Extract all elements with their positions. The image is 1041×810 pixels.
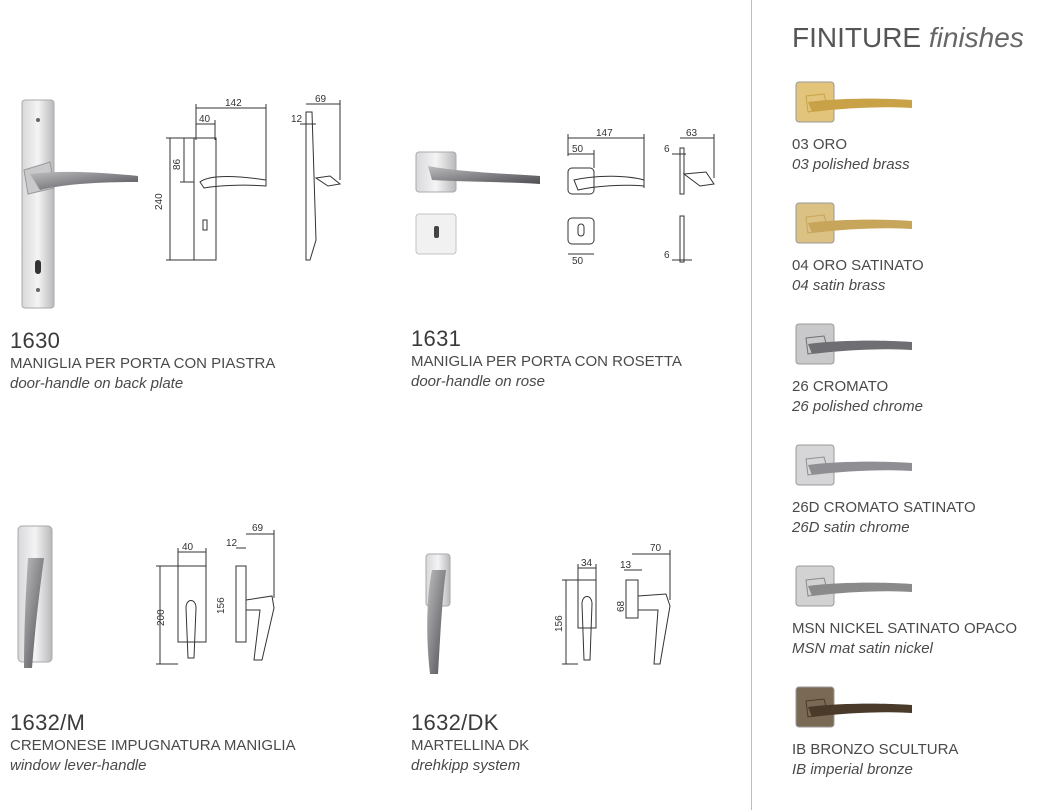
finish-swatch-4 [795,565,912,607]
product-title-1631: MANIGLIA PER PORTA CON ROSETTA [411,353,682,370]
dim-1631-rose-bottom: 50 [572,256,584,267]
finish-name-2: 26 CROMATO [792,378,889,395]
product-code-1631: 1631 [411,326,462,351]
finish-subtitle-5: IB imperial bronze [792,761,913,778]
product-code-1632m: 1632/M [10,710,86,735]
plate-handle-photo [21,99,138,309]
dim-1632dk-lever-height: 68 [616,600,627,612]
finish-subtitle-1: 04 satin brass [792,277,886,294]
dim-1630-rose: 40 [199,114,211,125]
finish-name-0: 03 ORO [792,136,848,153]
product-title-1632dk: MARTELLINA DK [411,737,530,754]
dim-1630-depth: 69 [315,94,327,105]
dim-1631-plate-bottom: 6 [664,250,670,261]
dim-1632dk-depth: 70 [650,543,662,554]
finish-name-1: 04 ORO SATINATO [792,257,924,274]
finish-swatch-2 [795,323,912,365]
product-title-1632m: CREMONESE IMPUGNATURA MANIGLIA [10,737,296,754]
dim-1630-width: 142 [225,98,242,109]
product-1632dk-illustration: 34 156 70 13 68 [425,543,671,674]
finish-subtitle-2: 26 polished chrome [792,398,923,415]
finish-name-4: MSN NICKEL SATINATO OPACO [792,620,1018,637]
dim-1630-height: 240 [154,193,165,210]
finish-name-5: IB BRONZO SCULTURA [792,741,959,758]
product-subtitle-1630: door-handle on back plate [10,375,184,392]
dim-1632dk-height: 156 [554,615,565,632]
product-1632m-illustration: 40 200 69 12 156 [17,523,275,668]
dim-1631-width: 147 [596,128,613,139]
dim-1632m-rose: 40 [182,542,194,553]
finish-swatch-1 [795,202,912,244]
dim-1631-depth: 63 [686,128,698,139]
finish-swatch-5 [795,686,912,728]
section-divider [751,0,752,810]
dim-1630-plate: 12 [291,114,303,125]
product-title-1630: MANIGLIA PER PORTA CON PIASTRA [10,355,276,372]
dim-1631-plate: 6 [664,144,670,155]
dim-1631-rose: 50 [572,144,584,155]
plate-handle-drawing-front [166,104,267,261]
dim-1632dk-plate: 13 [620,560,632,571]
dim-1632m-depth: 69 [252,523,264,534]
finish-subtitle-4: MSN mat satin nickel [792,640,933,657]
finishes-title-main: FINITURE [792,22,922,53]
dk-handle-photo [425,553,451,674]
dk-handle-drawing-front [562,564,597,665]
dk-handle-drawing-side [624,550,671,665]
product-code-1632dk: 1632/DK [411,710,499,735]
product-subtitle-1632m: window lever-handle [10,757,147,774]
finish-swatch-0 [795,81,912,123]
dim-1632m-height: 200 [156,609,167,626]
finish-subtitle-3: 26D satin chrome [792,519,910,536]
product-1630-illustration: 142 40 240 86 69 12 [21,94,342,309]
finishes-heading: FINITURE finishes [792,22,1024,54]
product-subtitle-1631: door-handle on rose [411,373,545,390]
dim-1632dk-rose: 34 [581,558,593,569]
window-handle-photo [17,525,53,668]
finishes-title-italic: finishes [928,22,1024,53]
product-code-1630: 1630 [10,328,61,353]
product-subtitle-1632dk: drehkipp system [411,757,521,774]
window-handle-drawing-side [235,530,275,661]
rose-handle-drawing-front [567,134,645,255]
window-handle-drawing-front [156,548,207,665]
finish-name-3: 26D CROMATO SATINATO [792,499,976,516]
rose-handle-photo [415,151,540,255]
dim-1632m-lever-height: 156 [216,597,227,614]
dim-1632m-plate: 12 [226,538,238,549]
rose-handle-drawing-side [672,134,715,263]
dim-1630-lever-height: 86 [172,158,183,170]
product-1631-illustration: 147 50 50 63 6 6 [415,128,715,267]
finish-subtitle-0: 03 polished brass [792,156,910,173]
plate-handle-drawing-side [300,100,342,261]
finish-swatch-3 [795,444,912,486]
